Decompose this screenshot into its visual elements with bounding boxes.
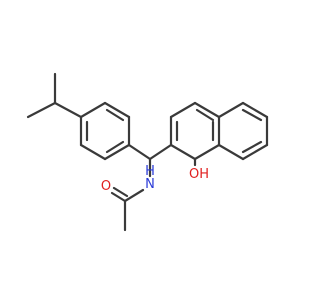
bond bbox=[241, 101, 269, 119]
bond bbox=[112, 186, 129, 198]
bond bbox=[103, 143, 131, 161]
bond bbox=[241, 143, 269, 161]
bond bbox=[123, 188, 145, 203]
isopropyl-group bbox=[26, 72, 83, 119]
bond bbox=[53, 101, 83, 119]
bond bbox=[193, 101, 221, 119]
naphthalene-ring-b bbox=[217, 101, 269, 161]
nitrogen-atom-label: N bbox=[145, 177, 155, 192]
acetamide-group bbox=[110, 186, 145, 232]
molecule-structure: N H O OH bbox=[26, 72, 269, 232]
bond bbox=[217, 101, 245, 119]
methine-bonds bbox=[127, 143, 173, 178]
double-bond-inner bbox=[241, 108, 263, 122]
bond bbox=[79, 143, 107, 161]
double-bond-inner bbox=[105, 140, 125, 154]
bond bbox=[26, 101, 57, 119]
naphthalene-ring-a bbox=[169, 101, 221, 167]
hydroxyl-label: OH bbox=[189, 167, 209, 182]
bond bbox=[193, 143, 221, 161]
bond bbox=[79, 101, 107, 119]
double-bond-inner bbox=[241, 140, 263, 154]
bond bbox=[127, 143, 152, 161]
double-bond-inner bbox=[195, 108, 215, 122]
bond bbox=[103, 101, 131, 119]
benzene-ring bbox=[79, 101, 131, 161]
bond bbox=[148, 143, 173, 161]
amide-hydrogen-label: H bbox=[145, 164, 155, 179]
bond bbox=[169, 101, 197, 119]
bond bbox=[169, 143, 197, 161]
bond bbox=[110, 191, 127, 203]
double-bond-inner bbox=[105, 108, 125, 122]
bond bbox=[217, 143, 245, 161]
carbonyl-oxygen-label: O bbox=[101, 179, 111, 194]
